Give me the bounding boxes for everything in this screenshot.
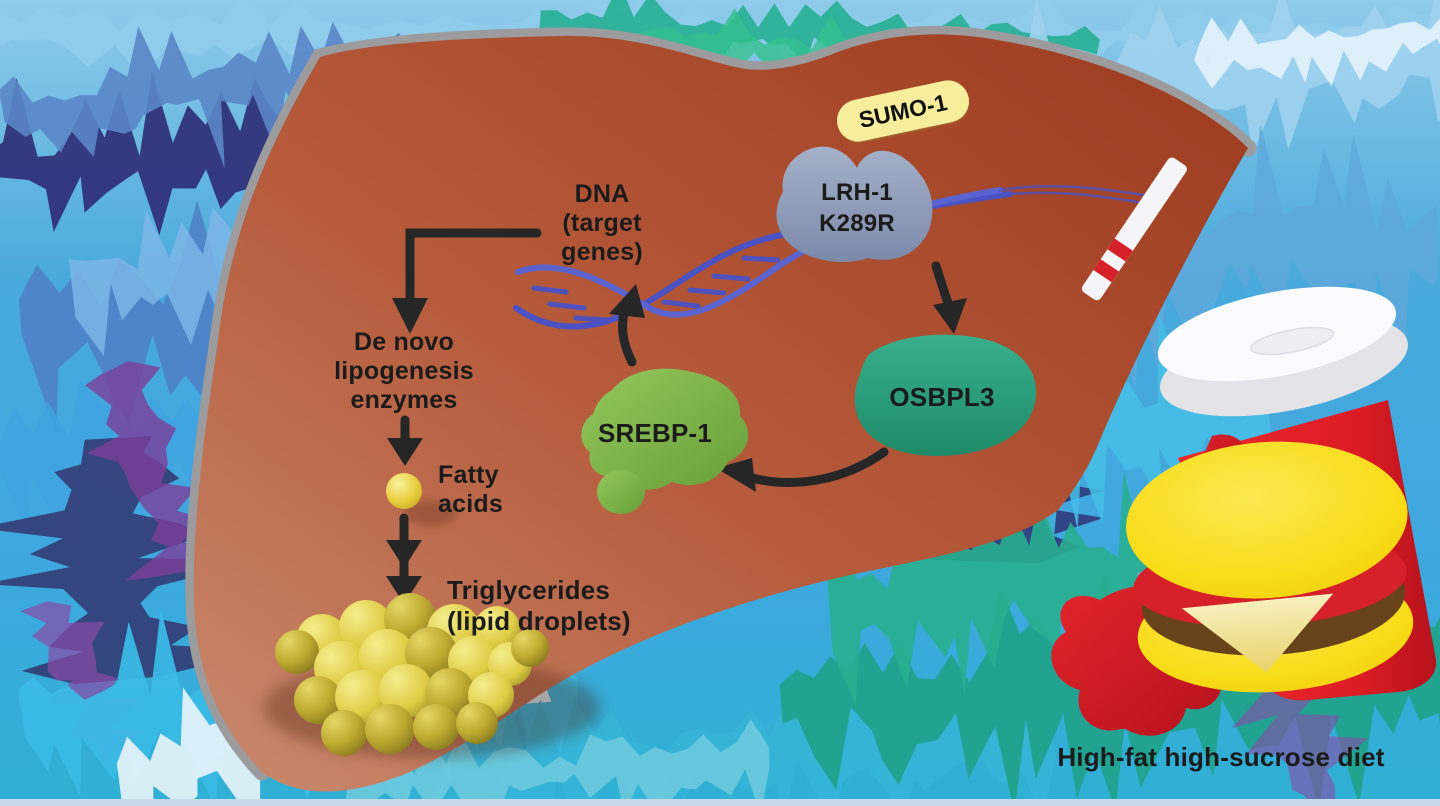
lipid-droplet bbox=[294, 676, 342, 724]
lipid-droplet bbox=[405, 627, 457, 679]
lipid-droplet bbox=[456, 702, 498, 744]
lrh1-protein-blob bbox=[776, 146, 933, 262]
paint-stroke bbox=[0, 435, 262, 685]
lipid-droplet bbox=[365, 704, 415, 754]
srebp1-label: SREBP-1 bbox=[597, 418, 713, 448]
de-novo-lipogenesis-label: De novo lipogenesis enzymes bbox=[334, 328, 474, 414]
triglycerides-label: Triglycerides (lipid droplets) bbox=[447, 575, 631, 637]
paint-stroke bbox=[1216, 621, 1381, 806]
lipid-droplet bbox=[275, 630, 319, 674]
fatty-acid-droplet-icon bbox=[386, 473, 457, 526]
lipid-droplet bbox=[413, 704, 459, 750]
lipid-droplets-cluster-icon bbox=[264, 593, 600, 758]
dna-target-genes-label: DNA (target genes) bbox=[561, 180, 643, 266]
paint-stroke bbox=[826, 471, 1157, 705]
burger-icon bbox=[1126, 441, 1414, 693]
paint-stroke bbox=[1194, 14, 1440, 89]
srebp1-protein-blob bbox=[581, 368, 749, 514]
bottom-edge-strip bbox=[0, 799, 1440, 806]
arrow-enzymes-to-fatty-acids bbox=[387, 415, 423, 466]
arrow-fatty-acids-to-triglycerides bbox=[386, 513, 422, 604]
paint-stroke bbox=[85, 361, 212, 581]
lrh1-k289r-label: LRH-1 K289R bbox=[819, 179, 895, 238]
diet-caption: High-fat high-sucrose diet bbox=[1057, 742, 1385, 772]
paint-stroke bbox=[1020, 0, 1440, 154]
arrow-dna-to-enzymes bbox=[392, 228, 542, 334]
arrow-srebp1-to-dna bbox=[609, 284, 645, 367]
arrow-osbpl3-to-srebp1 bbox=[716, 447, 889, 492]
straw-icon bbox=[1081, 157, 1187, 301]
osbpl3-label: OSBPL3 bbox=[889, 382, 995, 412]
arrow-lrh1-to-osbpl3 bbox=[931, 261, 967, 334]
lipid-droplet bbox=[321, 710, 367, 756]
osbpl3-protein-blob bbox=[854, 334, 1037, 456]
fatty-acids-label: Fatty acids bbox=[438, 461, 503, 518]
lipid-droplet bbox=[511, 629, 549, 667]
